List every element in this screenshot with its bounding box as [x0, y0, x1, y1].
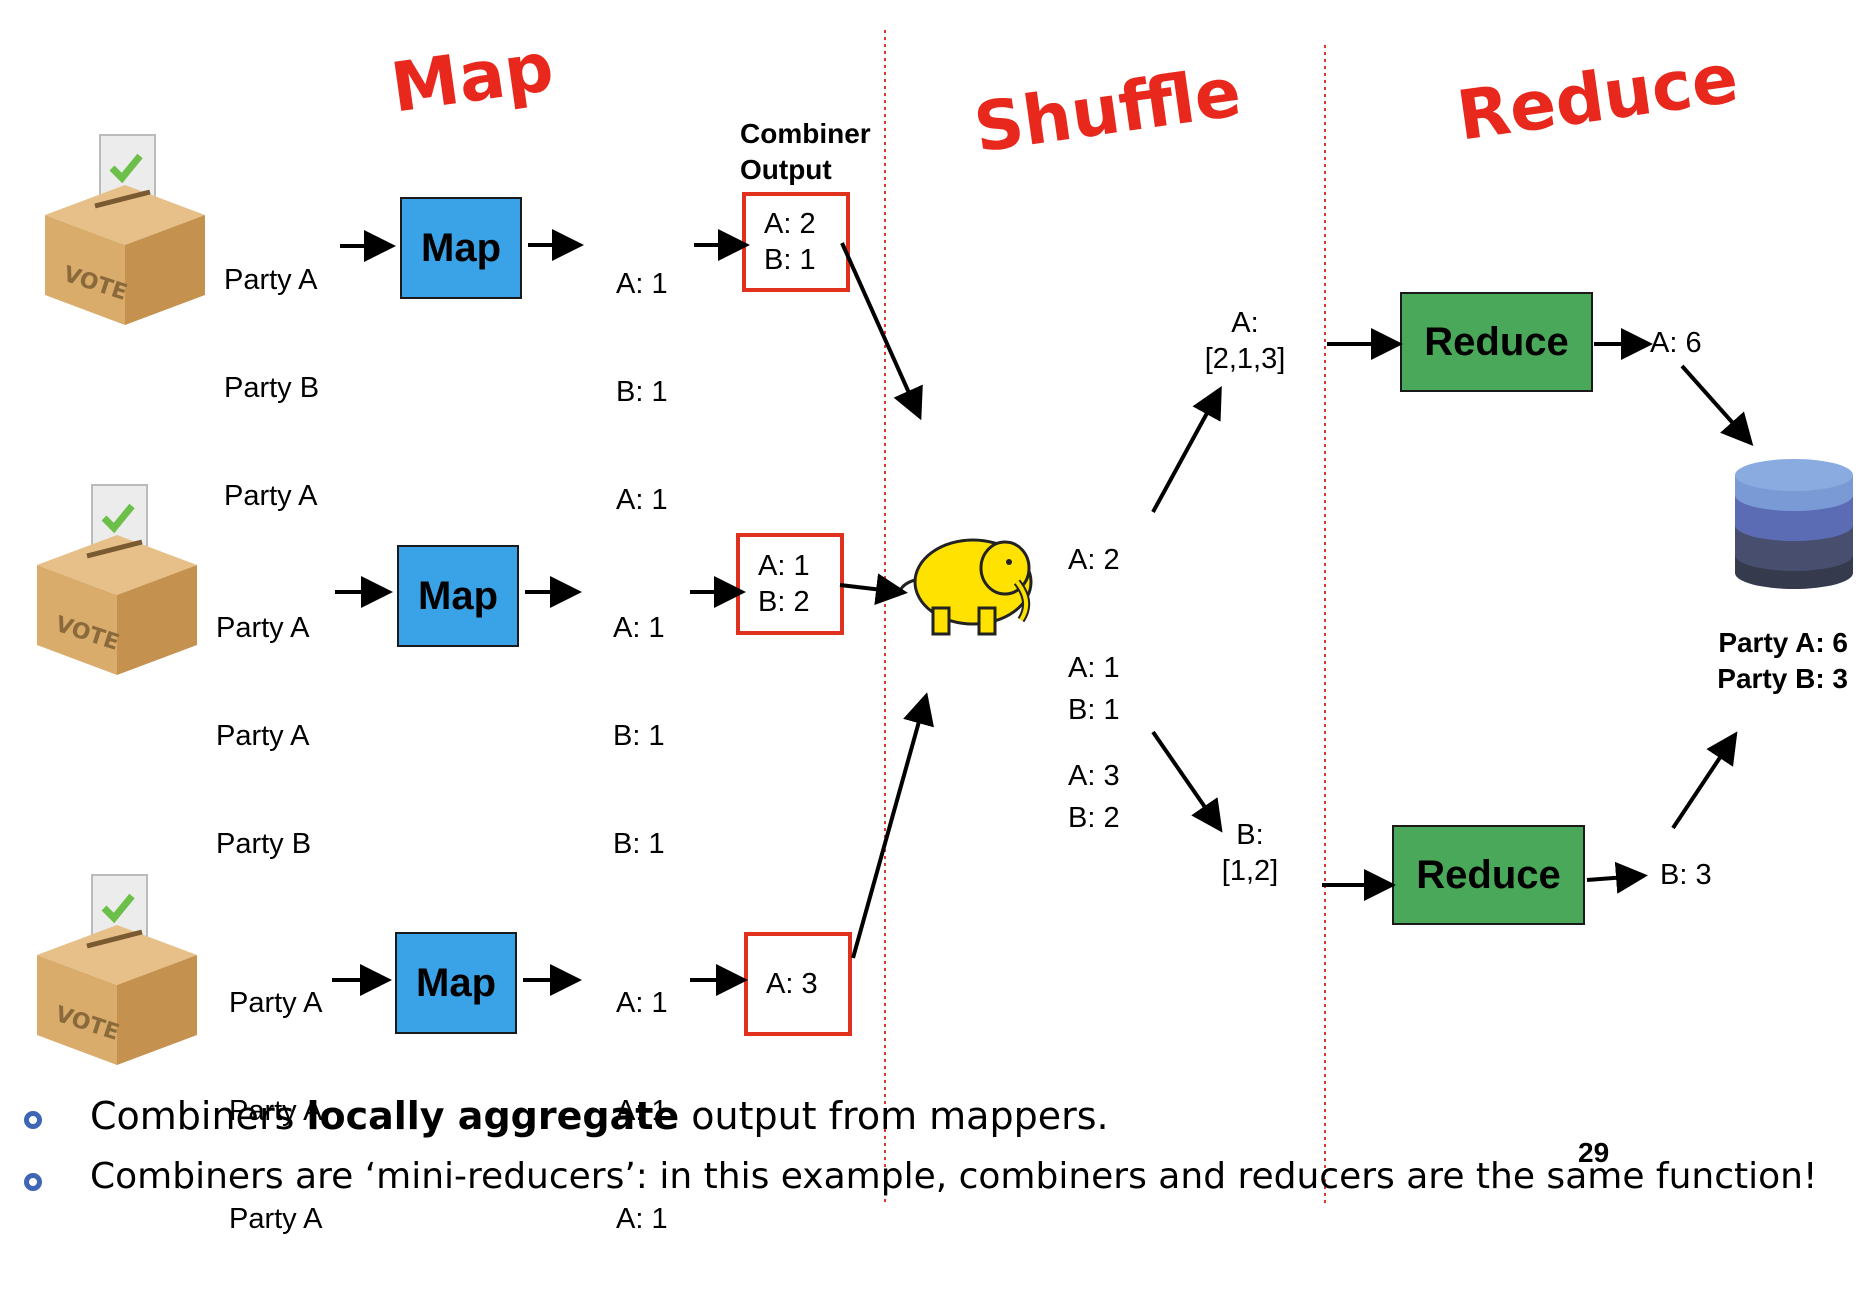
- shuffle-a-values: A: 2 A: 1 A: 3: [1068, 470, 1120, 866]
- bullet-icon: [24, 1173, 42, 1191]
- group-b: B: [1,2]: [1221, 819, 1279, 887]
- combiner-item: B: 2: [758, 586, 810, 618]
- map-output-item: A: 1: [613, 612, 665, 644]
- bullet-2: Combiners are ‘mini-reducers’: in this e…: [90, 1156, 1818, 1197]
- ballot-box-icon: VOTE: [37, 484, 197, 675]
- vote-item: Party A: [229, 1095, 323, 1127]
- group-a: A: [2,1,3]: [1204, 307, 1286, 375]
- map-output-item: B: 1: [616, 376, 668, 408]
- row1-votes: Party A Party B Party A: [224, 190, 319, 586]
- vote-item: Party A: [216, 612, 310, 644]
- combiner-item: A: 2: [764, 208, 816, 240]
- reduce-box-b: Reduce: [1392, 825, 1585, 925]
- vote-item: Party A: [216, 720, 310, 752]
- bullet-1-bold: locally aggregate: [306, 1094, 680, 1138]
- map-box-1: Map: [400, 197, 522, 299]
- mapreduce-combiner-diagram: Map Shuffle Reduce Combiner Output VOTE …: [24, 28, 1853, 1235]
- shuffle-value: A: 3: [1068, 760, 1120, 792]
- arrow: [1586, 861, 1648, 894]
- reduce-box-a: Reduce: [1400, 292, 1593, 392]
- database-icon: [1735, 459, 1853, 589]
- row2-votes: Party A Party A Party B: [216, 538, 311, 934]
- map-output-item: A: 1: [616, 484, 668, 516]
- arrow: [1671, 731, 1738, 830]
- shuffle-value: A: 2: [1068, 544, 1120, 576]
- row2-map-output: A: 1 B: 1 B: 1: [613, 538, 665, 934]
- final-result: Party A: 6 Party B: 3: [1717, 627, 1848, 694]
- arrows-layer: [332, 229, 1754, 996]
- vote-item: Party A: [224, 264, 318, 296]
- arrow: [851, 692, 934, 959]
- map-output-item: B: 1: [613, 720, 665, 752]
- vote-item: Party A: [224, 480, 318, 512]
- arrow: [1151, 385, 1222, 513]
- shuffle-value: B: 1: [1068, 694, 1120, 726]
- reduce-output-b: B: 3: [1660, 859, 1712, 891]
- shuffle-value: B: 2: [1068, 802, 1120, 834]
- shuffle-value: A: 1: [1068, 652, 1120, 684]
- arrow: [1680, 364, 1754, 446]
- hadoop-elephant-icon: [897, 538, 1033, 636]
- combiner-item: A: 3: [766, 968, 818, 1000]
- map-output-item: A: 1: [616, 268, 668, 300]
- reduce-output-a: A: 6: [1650, 327, 1702, 359]
- map-output-item: B: 1: [613, 828, 665, 860]
- map-box-2: Map: [397, 545, 519, 647]
- map-box-3: Map: [395, 932, 517, 1034]
- ballot-box-icon: VOTE: [37, 874, 197, 1065]
- bullet-icon: [24, 1111, 42, 1129]
- combiner-item: B: 1: [764, 244, 816, 276]
- vote-item: Party A: [229, 987, 323, 1019]
- row1-map-output: A: 1 B: 1 A: 1: [616, 194, 668, 590]
- combiner-item: A: 1: [758, 550, 810, 582]
- map-output-item: A: 1: [616, 1095, 668, 1127]
- page-number: 29: [1578, 1137, 1610, 1168]
- map-output-item: A: 1: [616, 987, 668, 1019]
- combiner-output-label: Combiner Output: [740, 118, 871, 185]
- arrow: [1151, 730, 1223, 833]
- vote-item: Party B: [216, 828, 312, 860]
- arrow: [839, 573, 908, 606]
- vote-item: Party B: [224, 372, 320, 404]
- arrow: [840, 242, 923, 421]
- ballot-box-icon: VOTE: [45, 134, 205, 325]
- shuffle-b-values: B: 1 B: 2: [1068, 620, 1120, 908]
- dividers-layer: [884, 30, 1326, 1205]
- bullet-1: Combiners locally aggregate output from …: [90, 1094, 1109, 1138]
